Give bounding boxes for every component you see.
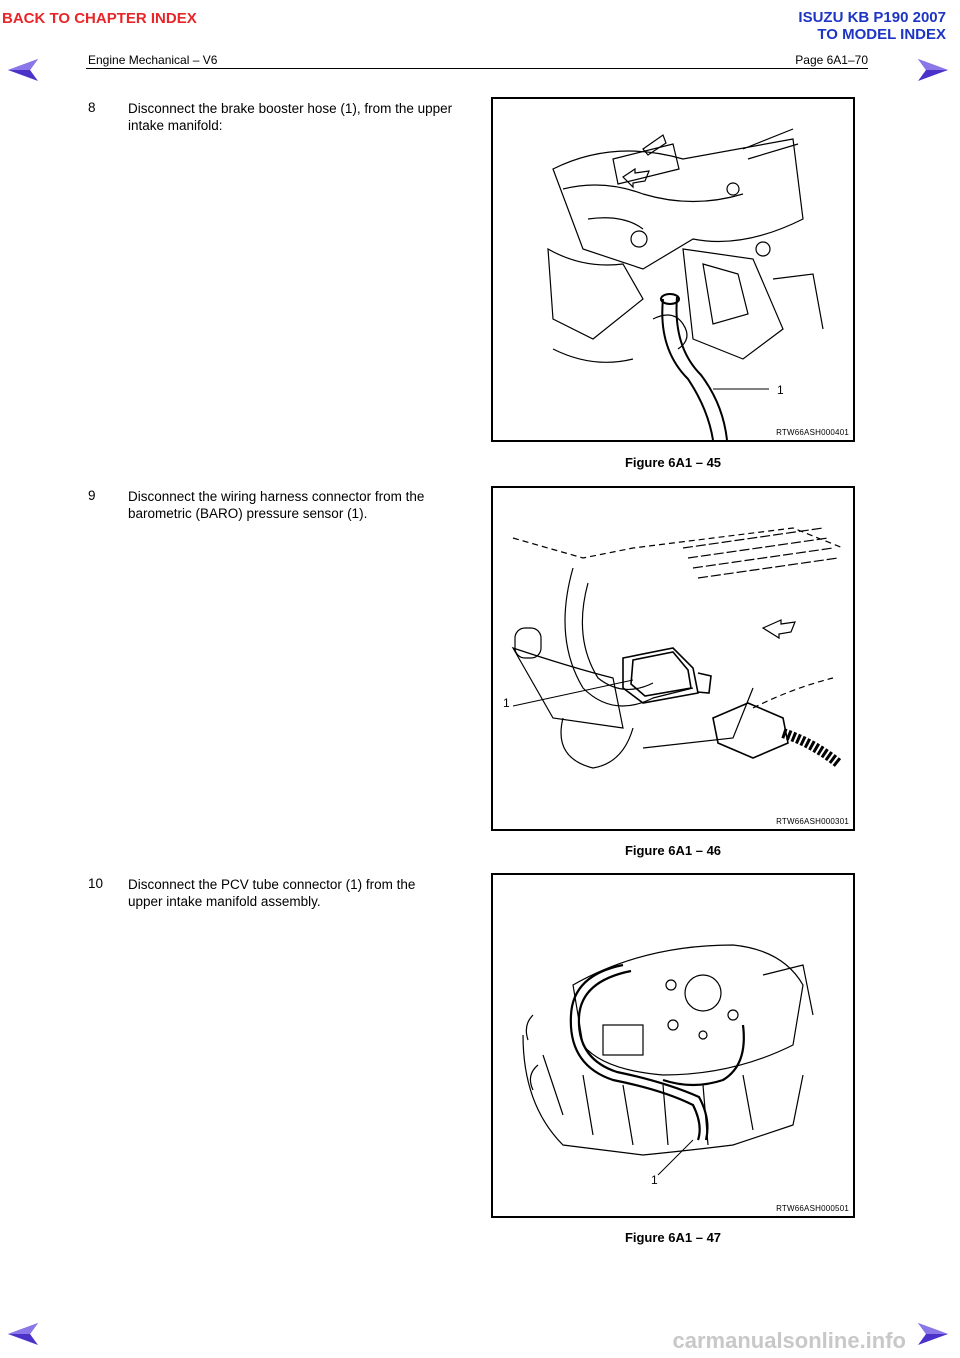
figure-brake-booster-hose: 1 RTW66ASH000401	[491, 97, 855, 442]
step-number: 8	[88, 100, 96, 115]
figure-baro-sensor: 1 RTW66ASH000301	[491, 486, 855, 831]
callout-label: 1	[503, 696, 510, 710]
step-text: Disconnect the PCV tube connector (1) fr…	[128, 877, 416, 909]
step-number: 10	[88, 876, 104, 891]
callout-label: 1	[777, 383, 784, 397]
header-rule	[86, 68, 868, 69]
baro-sensor-illustration	[511, 527, 844, 769]
to-model-index-link[interactable]: TO MODEL INDEX	[817, 26, 946, 43]
step-text: Disconnect the wiring harness connector …	[128, 489, 425, 521]
figure-caption: Figure 6A1 – 45	[624, 455, 722, 470]
left-arrow-icon[interactable]	[6, 56, 42, 84]
watermark: carmanualsonline.info	[672, 1328, 907, 1353]
pcv-tube-illustration	[522, 944, 814, 1176]
section-header: Engine Mechanical – V6	[88, 53, 218, 67]
right-arrow-icon[interactable]	[914, 56, 950, 84]
right-arrow-icon[interactable]	[914, 1320, 950, 1348]
left-arrow-icon[interactable]	[6, 1320, 42, 1348]
figure-pcv-tube: 1 RTW66ASH000501	[491, 873, 855, 1218]
figure-caption: Figure 6A1 – 47	[624, 1230, 722, 1245]
figure-code: RTW66ASH000401	[776, 428, 849, 437]
figure-code: RTW66ASH000501	[776, 1204, 849, 1213]
step-number: 9	[88, 488, 96, 503]
figure-caption: Figure 6A1 – 46	[624, 843, 722, 858]
model-title: ISUZU KB P190 2007	[798, 9, 946, 26]
page-number: Page 6A1–70	[795, 53, 868, 67]
back-to-chapter-index-link[interactable]: BACK TO CHAPTER INDEX	[2, 10, 197, 27]
callout-label: 1	[651, 1173, 658, 1187]
figure-code: RTW66ASH000301	[776, 817, 849, 826]
title-block: ISUZU KB P190 2007 TO MODEL INDEX	[798, 9, 946, 43]
step-text: Disconnect the brake booster hose (1), f…	[128, 101, 453, 133]
engine-illustration	[547, 128, 824, 440]
